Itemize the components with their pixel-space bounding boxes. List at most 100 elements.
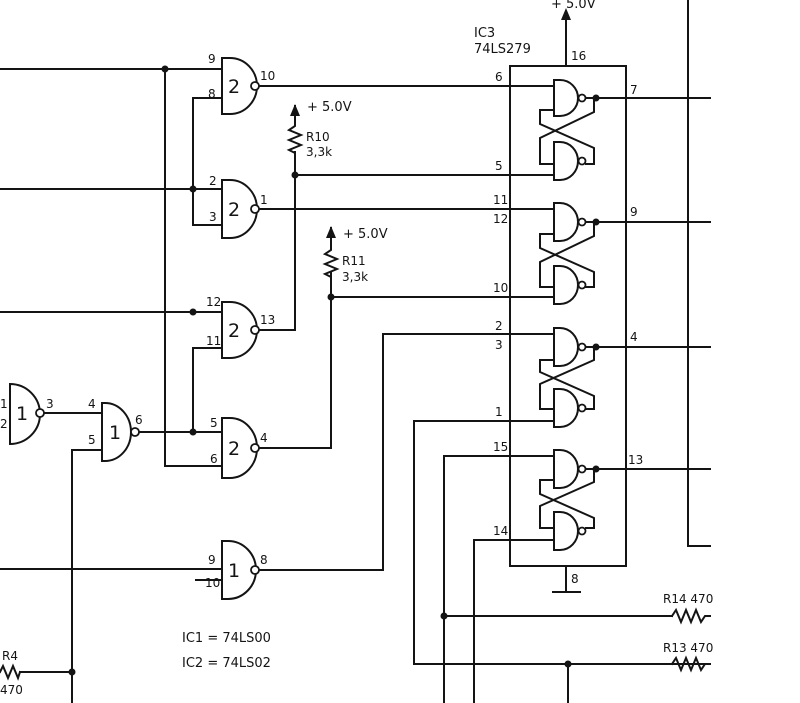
ic3-gate-2-bubble xyxy=(577,156,587,166)
junction-dot xyxy=(189,428,197,436)
r11-arrow xyxy=(326,226,336,238)
junctions xyxy=(68,65,600,676)
r10-arrow xyxy=(290,104,300,116)
ic3-pin-15: 15 xyxy=(493,440,508,454)
g1a-pin-out: 3 xyxy=(46,397,54,411)
ic3-gate-4 xyxy=(553,265,579,305)
g1a-bubble xyxy=(35,408,45,418)
junction-dot xyxy=(189,308,197,316)
r10-symbol xyxy=(286,105,304,176)
ic3-pin-9: 9 xyxy=(630,205,638,219)
ic3-gate-5-bubble xyxy=(577,342,587,352)
r4-name: R4 xyxy=(2,649,18,663)
g2a-label: 2 xyxy=(228,76,240,98)
g1c-pin-in1: 9 xyxy=(208,553,216,567)
junction-dot xyxy=(291,171,299,179)
g1c-label: 1 xyxy=(228,560,240,582)
r13-label: R13 470 xyxy=(663,641,713,655)
gate-g2c xyxy=(221,301,260,359)
ic3-pin-7: 7 xyxy=(630,83,638,97)
g2c-bubble xyxy=(250,325,260,335)
ic3-part: 74LS279 xyxy=(474,42,531,57)
g1b-pin-in1: 4 xyxy=(88,397,96,411)
g1c-pin-in2: 10 xyxy=(205,576,220,590)
g2a-pin-in2: 8 xyxy=(208,87,216,101)
wires xyxy=(0,0,711,703)
ic3-gate-8-bubble xyxy=(577,526,587,536)
wire-g1b-in2 xyxy=(71,449,103,703)
wire-pin15 xyxy=(443,455,511,703)
wire-pin14 xyxy=(473,539,511,703)
ic3-pin-2: 2 xyxy=(495,319,503,333)
ic3-gate-3-bubble xyxy=(577,217,587,227)
ic3-name: IC3 xyxy=(474,26,495,41)
r11-value: 3,3k xyxy=(342,270,368,284)
wire-pin1 xyxy=(413,420,711,665)
g1c-bubble xyxy=(250,565,260,575)
junction-dot xyxy=(592,218,600,226)
g2c-label: 2 xyxy=(228,320,240,342)
r10-name: R10 xyxy=(306,130,330,144)
g1c-pin-out: 8 xyxy=(260,553,268,567)
gate-g1a xyxy=(9,382,45,446)
ic3-pin-3: 3 xyxy=(495,338,503,352)
wire-g2a-in2 xyxy=(192,97,223,226)
wire-g2c-out xyxy=(258,151,296,331)
g2b-bubble xyxy=(250,204,260,214)
r14-symbol xyxy=(670,607,711,625)
r11-supply: + 5.0V xyxy=(343,227,388,242)
legend-ic1: IC1 = 74LS00 xyxy=(182,631,271,646)
ic3-pin-gnd: 8 xyxy=(571,572,579,586)
g2d-pin-in2: 6 xyxy=(210,452,218,466)
g2b-pin-in1: 2 xyxy=(209,174,217,188)
g2c-pin-in2: 11 xyxy=(206,334,221,348)
ic3-pin-14: 14 xyxy=(493,524,508,538)
g2d-bubble xyxy=(250,443,260,453)
junction-dot xyxy=(161,65,169,73)
wire-bus-165 xyxy=(164,68,223,467)
g1b-pin-out: 6 xyxy=(135,413,143,427)
g2b-label: 2 xyxy=(228,199,240,221)
r10-supply: + 5.0V xyxy=(307,100,352,115)
ic3-pin-vcc: 16 xyxy=(571,49,586,63)
ic3-pin-1: 1 xyxy=(495,405,503,419)
junction-dot xyxy=(592,94,600,102)
gate-g1b xyxy=(101,402,140,462)
g1b-pin-in2: 5 xyxy=(88,433,96,447)
ic3-gate-2 xyxy=(553,141,579,181)
r13-symbol xyxy=(670,655,711,673)
ic3-pin-13: 13 xyxy=(628,453,643,467)
g2a-pin-in1: 9 xyxy=(208,52,216,66)
ic3-pin-10: 10 xyxy=(493,281,508,295)
ic3-gate-1-bubble xyxy=(577,93,587,103)
junction-dot xyxy=(592,465,600,473)
ic3-gate-4-bubble xyxy=(577,280,587,290)
g2b-pin-out: 1 xyxy=(260,193,268,207)
g1b-label: 1 xyxy=(109,422,121,444)
ic3-pin-6: 6 xyxy=(495,70,503,84)
gate-g1c xyxy=(221,540,260,600)
g1b-bubble xyxy=(130,427,140,437)
legend-ic2: IC2 = 74LS02 xyxy=(182,656,271,671)
g2c-pin-in1: 12 xyxy=(206,295,221,309)
junction-dot xyxy=(189,185,197,193)
r14-label: R14 470 xyxy=(663,592,713,606)
ic3-package xyxy=(509,65,627,567)
g1a-pin-in2: 2 xyxy=(0,417,8,431)
g2a-bubble xyxy=(250,81,260,91)
junction-dot xyxy=(440,612,448,620)
r4-value: 470 xyxy=(0,683,23,697)
wire-right-return xyxy=(687,0,711,547)
g2d-pin-out: 4 xyxy=(260,431,268,445)
ic3-gate-7 xyxy=(553,449,579,489)
wire-g2c-in2 xyxy=(192,347,223,433)
junction-dot xyxy=(68,668,76,676)
junction-dot xyxy=(564,660,572,668)
ic3-gate-6 xyxy=(553,388,579,428)
r11-name: R11 xyxy=(342,254,366,268)
g1a-pin-in1: 1 xyxy=(0,397,8,411)
ic3-pin-11: 11 xyxy=(493,193,508,207)
ic3-pin-4: 4 xyxy=(630,330,638,344)
